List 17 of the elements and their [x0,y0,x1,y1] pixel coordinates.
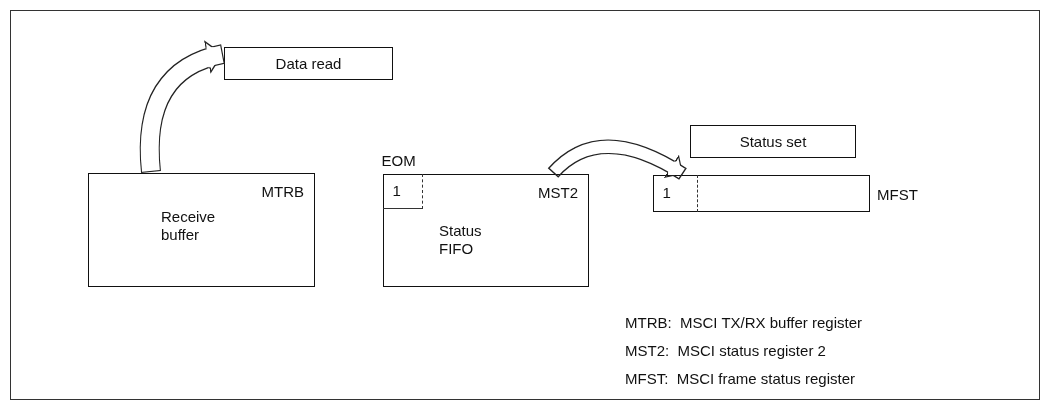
process-box [224,47,393,80]
curved-arrow [139,41,226,173]
register-label: EOM [381,151,416,170]
register-label: MFST [877,185,918,204]
glossary-note: MST2: MSCI status register 2 [625,342,826,359]
glossary-note: MTRB: MSCI TX/RX buffer register [625,314,862,331]
process-box [690,125,856,158]
bit-value: 1 [392,182,401,200]
register-box [88,173,315,287]
register-contents: Receive buffer [161,208,217,244]
register-name: MST2 [538,184,578,202]
register-contents: Status FIFO [439,222,483,258]
bit-value: 1 [662,184,671,202]
register-name: MTRB [261,183,304,201]
glossary-note: MFST: MSCI frame status register [625,370,856,387]
box-label: Status set [738,132,808,151]
box-label: Data read [274,54,343,73]
